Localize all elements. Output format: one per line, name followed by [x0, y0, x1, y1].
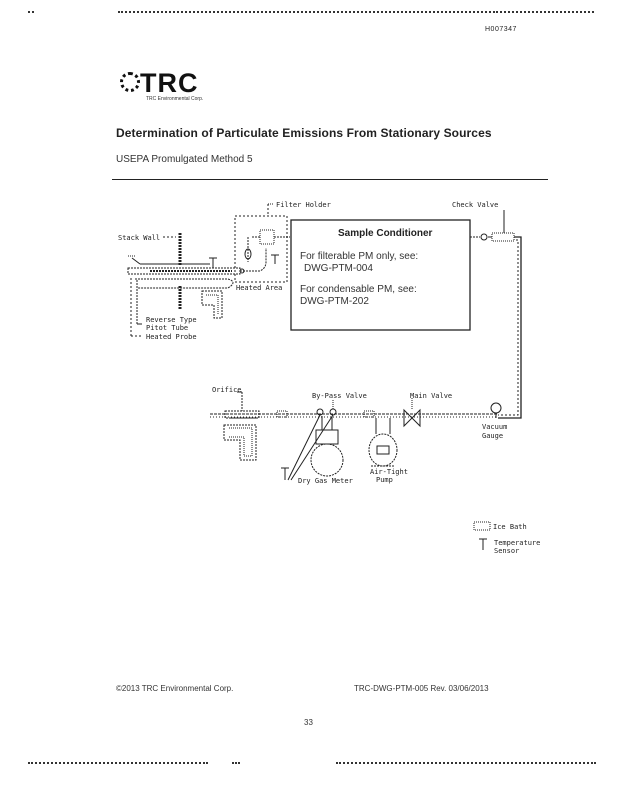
label-vacuum-gauge-1: Vacuum: [482, 423, 507, 431]
heated-area: [234, 203, 288, 283]
document-id: H007347: [485, 26, 517, 33]
condensable-pm-dwg: DWG-PTM-202: [300, 296, 369, 307]
label-dry-gas-meter: Dry Gas Meter: [298, 477, 353, 485]
label-bypass-valve: By-Pass Valve: [312, 392, 367, 400]
page-number: 33: [304, 718, 313, 727]
main-line: [210, 413, 498, 418]
orifice: [223, 391, 260, 461]
scan-artifact-bottom: [232, 762, 240, 766]
label-reverse-pitot-1: Reverse Type: [146, 316, 197, 324]
label-main-valve: Main Valve: [410, 392, 452, 400]
label-air-tight-pump-2: Pump: [376, 476, 393, 484]
stack-wall: [163, 233, 182, 310]
document-subtitle: USEPA Promulgated Method 5: [116, 154, 253, 165]
check-valve: [470, 210, 515, 242]
scan-artifact-bottom: [336, 762, 596, 766]
condensable-pm-text: For condensable PM, see:: [300, 284, 417, 295]
filterable-pm-text: For filterable PM only, see:: [300, 251, 418, 262]
label-stack-wall: Stack Wall: [118, 234, 160, 242]
legend-ice-bath: Ice Bath: [493, 523, 527, 531]
filter-holder: [244, 229, 290, 264]
label-heated-probe: Heated Probe: [146, 333, 197, 341]
document-title: Determination of Particulate Emissions F…: [116, 126, 492, 140]
temperature-sensor-legend-icon: [479, 538, 487, 550]
legend-temperature-sensor-2: Sensor: [494, 547, 519, 555]
label-filter-holder: Filter Holder: [276, 201, 331, 209]
scan-artifact-top: [28, 11, 34, 15]
label-reverse-pitot-2: Pitot Tube: [146, 324, 188, 332]
scan-artifact-top: [500, 11, 594, 15]
heated-probe: [127, 248, 267, 337]
air-tight-pump: [368, 418, 398, 467]
header-rule: [112, 179, 548, 180]
ice-bath-legend-icon: [473, 521, 491, 531]
label-heated-area: Heated Area: [236, 284, 282, 292]
label-vacuum-gauge-2: Gauge: [482, 432, 503, 440]
logo-ring-icon: [120, 72, 140, 92]
sample-conditioner-title: Sample Conditioner: [338, 228, 433, 239]
main-valve: [403, 398, 421, 428]
footer-drawing-ref: TRC-DWG-PTM-005 Rev. 03/06/2013: [354, 684, 489, 693]
scan-artifact-bottom: [28, 762, 208, 766]
filterable-pm-dwg: DWG-PTM-004: [304, 263, 373, 274]
label-air-tight-pump-1: Air-Tight: [370, 468, 408, 476]
bypass-valve: [316, 400, 337, 416]
logo-tagline: TRC Environmental Corp.: [146, 96, 204, 102]
vacuum-gauge: [490, 402, 502, 418]
legend-temperature-sensor-1: Temperature: [494, 539, 540, 547]
scan-artifact-top: [118, 11, 498, 15]
label-orifice: Orifice: [212, 386, 242, 394]
vacuum-line: [498, 236, 522, 419]
dry-gas-meter: [281, 414, 344, 481]
logo-text: TRC: [140, 68, 199, 98]
footer-copyright: ©2013 TRC Environmental Corp.: [116, 684, 234, 693]
sample-conditioner-box: [290, 219, 471, 331]
label-check-valve: Check Valve: [452, 201, 498, 209]
